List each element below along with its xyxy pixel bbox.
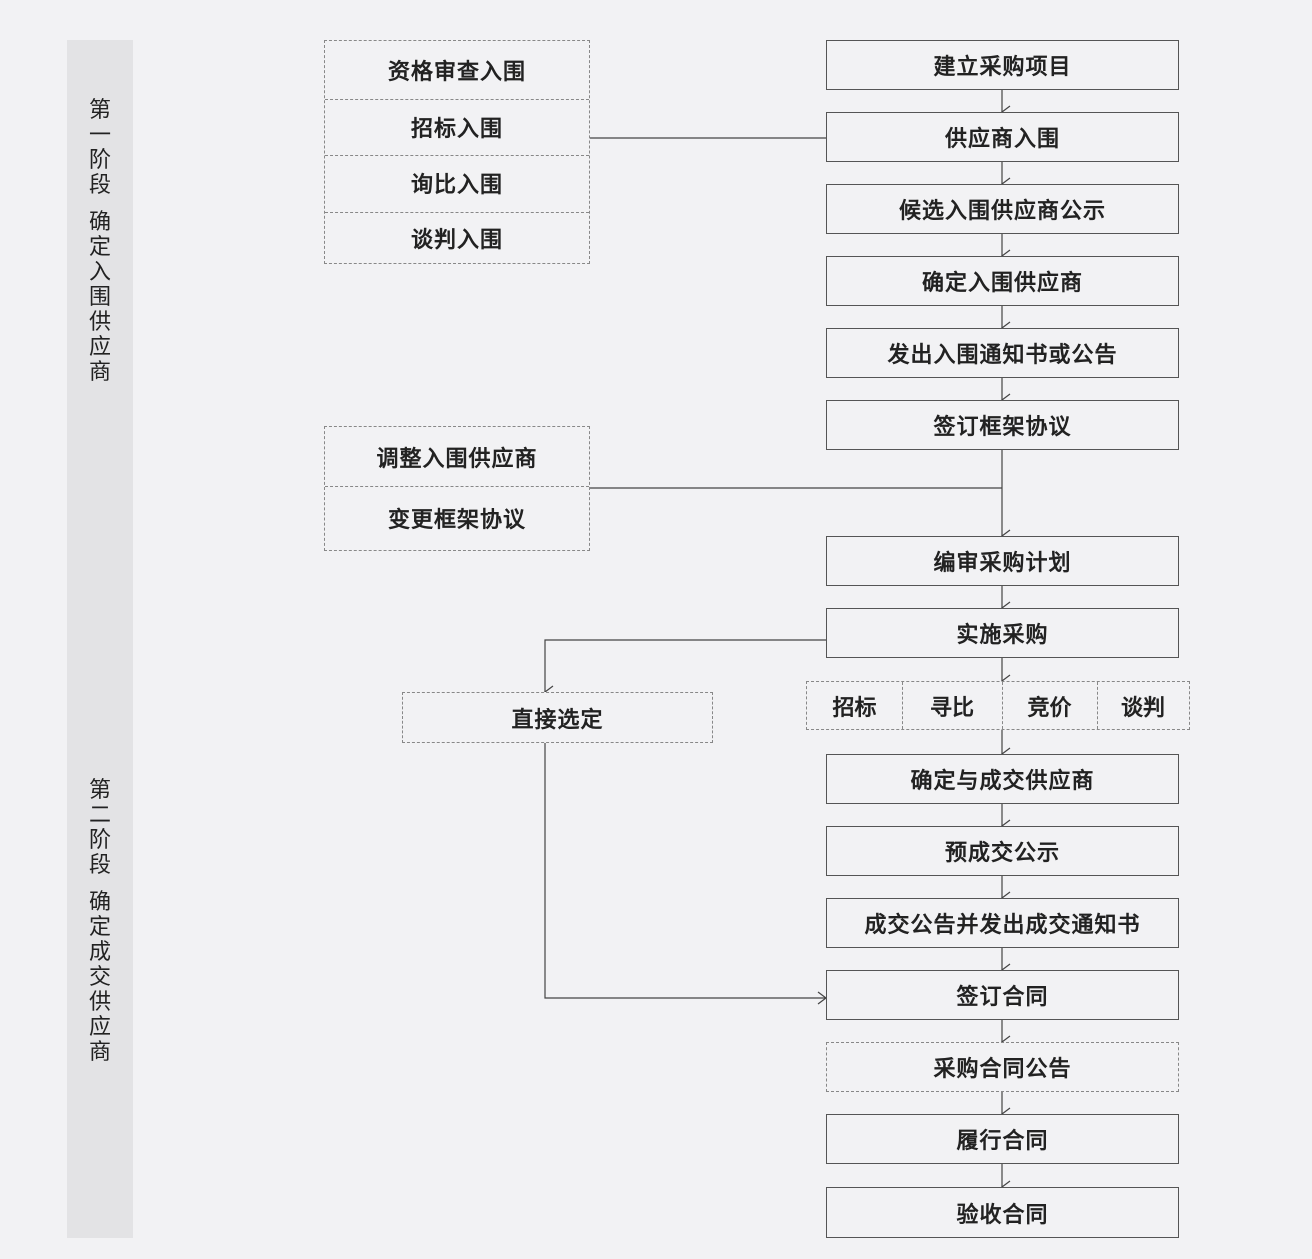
step-award-announcement: 成交公告并发出成交通知书	[826, 898, 1179, 948]
divider	[325, 155, 589, 156]
stage-two-title: 确定成交供应商	[88, 890, 111, 1065]
stage-one-label: 第一阶段确定入围供应商	[84, 98, 116, 385]
adjust-suppliers: 调整入围供应商	[376, 446, 538, 472]
admission-method-negotiation: 谈判入围	[410, 228, 503, 253]
stage-one-title: 确定入围供应商	[88, 210, 111, 385]
step-sign-framework: 签订框架协议	[826, 400, 1179, 450]
step-compile-plan: 编审采购计划	[826, 536, 1179, 586]
adjustments-group: 调整入围供应商 变更框架协议	[324, 426, 590, 551]
divider	[325, 99, 589, 100]
step-contract-announcement: 采购合同公告	[826, 1042, 1179, 1092]
step-sign-contract: 签订合同	[826, 970, 1179, 1020]
step-determine-supplier: 确定与成交供应商	[826, 754, 1179, 804]
step-issue-notice: 发出入围通知书或公告	[826, 328, 1179, 378]
step-perform-contract: 履行合同	[826, 1114, 1179, 1164]
method-negotiation: 谈判	[1120, 695, 1165, 721]
divider	[1097, 682, 1098, 729]
divider	[1002, 682, 1003, 729]
method-bidding: 竞价	[1027, 695, 1072, 721]
step-establish-project: 建立采购项目	[826, 40, 1179, 90]
step-candidate-publicity: 候选入围供应商公示	[826, 184, 1179, 234]
method-comparison: 寻比	[929, 695, 974, 721]
divider	[325, 486, 589, 487]
stage-sidebar	[67, 40, 133, 1238]
procurement-methods-group: 招标 寻比 竞价 谈判	[806, 681, 1190, 730]
step-pre-award-publicity: 预成交公示	[826, 826, 1179, 876]
admission-method-tender: 招标入围	[410, 117, 503, 142]
stage-two-number: 第二阶段	[88, 778, 111, 878]
stage-two-label: 第二阶段确定成交供应商	[84, 778, 116, 1065]
step-implement-procurement: 实施采购	[826, 608, 1179, 658]
stage-one-number: 第一阶段	[88, 98, 111, 198]
change-framework-agreement: 变更框架协议	[387, 508, 526, 533]
admission-methods-group: 资格审查入围 招标入围 询比入围 谈判入围	[324, 40, 590, 264]
step-accept-contract: 验收合同	[826, 1187, 1179, 1238]
direct-selection-box: 直接选定	[402, 692, 713, 743]
method-tender: 招标	[832, 695, 877, 721]
divider	[902, 682, 903, 729]
admission-method-qualification: 资格审查入围	[387, 60, 526, 85]
divider	[325, 212, 589, 213]
admission-method-inquiry: 询比入围	[410, 173, 503, 198]
step-supplier-admission: 供应商入围	[826, 112, 1179, 162]
step-confirm-admitted: 确定入围供应商	[826, 256, 1179, 306]
